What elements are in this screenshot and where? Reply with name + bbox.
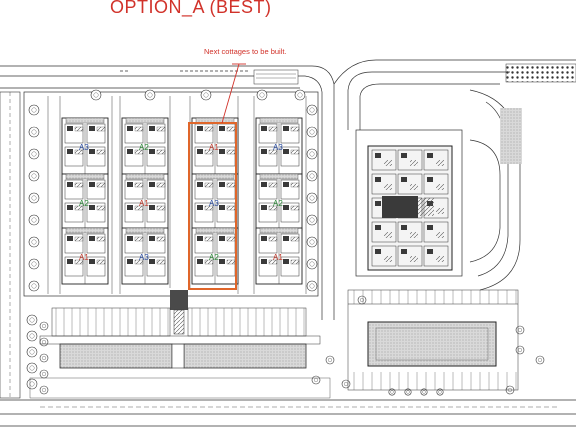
right-parking-stalls	[353, 290, 517, 390]
parking-stalls	[55, 308, 305, 336]
tree-icon	[28, 126, 40, 138]
cottage-label: A3	[273, 143, 283, 152]
cottage-label: A3	[139, 253, 149, 262]
apartment-core-hatch	[418, 198, 434, 216]
page-title: OPTION_A (BEST)	[110, 0, 272, 17]
tree-icon	[28, 258, 40, 270]
tree-icon	[256, 89, 268, 101]
center-stair	[173, 309, 185, 335]
tree-icon	[200, 89, 212, 101]
tree-icon	[28, 104, 40, 116]
tree-icon	[388, 388, 396, 396]
bottom-sidewalk	[29, 377, 331, 399]
tree-icon	[39, 369, 49, 379]
tree-icon	[311, 375, 321, 385]
cottage-label: A1	[79, 253, 89, 262]
tree-icon	[306, 126, 318, 138]
cottage-block: A2	[191, 227, 239, 285]
annotation-note: Next cottages to be built.	[204, 47, 287, 56]
highlight-next-cottages	[188, 122, 237, 290]
tree-icon	[90, 89, 102, 101]
right-parking	[347, 289, 519, 391]
tree-icon	[39, 385, 49, 395]
tree-icon	[306, 258, 318, 270]
tree-icon	[404, 388, 412, 396]
tree-icon	[28, 214, 40, 226]
bottom-road	[0, 399, 576, 427]
cottage-label: A1	[273, 253, 283, 262]
tree-icon	[39, 353, 49, 363]
annotation-leader-line	[221, 63, 240, 124]
cottage-block: A2	[255, 173, 303, 231]
tree-icon	[26, 378, 38, 390]
cottage-label: A2	[273, 199, 283, 208]
cottage-block: A3	[121, 227, 169, 285]
retail-canopy	[39, 335, 321, 345]
tree-icon	[341, 379, 351, 389]
existing-building	[367, 321, 497, 367]
tree-icon	[306, 170, 318, 182]
tree-icon	[26, 346, 38, 358]
tree-icon	[306, 192, 318, 204]
tree-icon	[420, 388, 428, 396]
tree-icon	[28, 192, 40, 204]
retail-building-east	[183, 343, 307, 369]
apartment-units	[371, 149, 449, 267]
cottage-label: A2	[79, 199, 89, 208]
cottage-block: A2	[121, 117, 169, 175]
top-sign-box	[253, 69, 299, 85]
right-shrubs	[500, 108, 522, 164]
cottage-block: A3	[61, 117, 109, 175]
tree-icon	[306, 214, 318, 226]
cottage-block: A1	[61, 227, 109, 285]
tree-icon	[515, 325, 525, 335]
tree-icon	[28, 148, 40, 160]
tree-icon	[39, 321, 49, 331]
tree-icon	[436, 388, 444, 396]
tree-icon	[26, 314, 38, 326]
tree-icon	[325, 355, 335, 365]
tree-icon	[535, 355, 545, 365]
existing-building-inner	[375, 327, 489, 361]
cottage-block: A3	[255, 117, 303, 175]
top-right-hatch	[505, 63, 576, 83]
center-walkway	[170, 290, 188, 310]
cottage-block: A1	[121, 173, 169, 231]
tree-icon	[306, 104, 318, 116]
apartment-lot	[355, 129, 463, 277]
tree-icon	[144, 89, 156, 101]
cottage-label: A3	[209, 199, 219, 208]
cottage-label: A2	[139, 143, 149, 152]
retail-link	[171, 343, 185, 369]
cottage-label: A1	[139, 199, 149, 208]
cottage-block: A1	[191, 117, 239, 175]
retail-building-west	[59, 343, 173, 369]
cottage-block: A3	[191, 173, 239, 231]
cottage-block: A1	[255, 227, 303, 285]
tree-icon	[28, 170, 40, 182]
tree-icon	[294, 89, 306, 101]
tree-icon	[39, 337, 49, 347]
tree-icon	[26, 330, 38, 342]
cottage-block: A2	[61, 173, 109, 231]
tree-icon	[306, 280, 318, 292]
tree-icon	[306, 148, 318, 160]
tree-icon	[357, 295, 367, 305]
tree-icon	[306, 236, 318, 248]
tree-icon	[26, 362, 38, 374]
tree-icon	[515, 345, 525, 355]
apartment-core	[382, 196, 418, 218]
cottage-label: A2	[209, 253, 219, 262]
cottage-label: A3	[79, 143, 89, 152]
cottage-label: A1	[209, 143, 219, 152]
tree-icon	[28, 280, 40, 292]
tree-icon	[28, 236, 40, 248]
trees	[26, 89, 545, 396]
